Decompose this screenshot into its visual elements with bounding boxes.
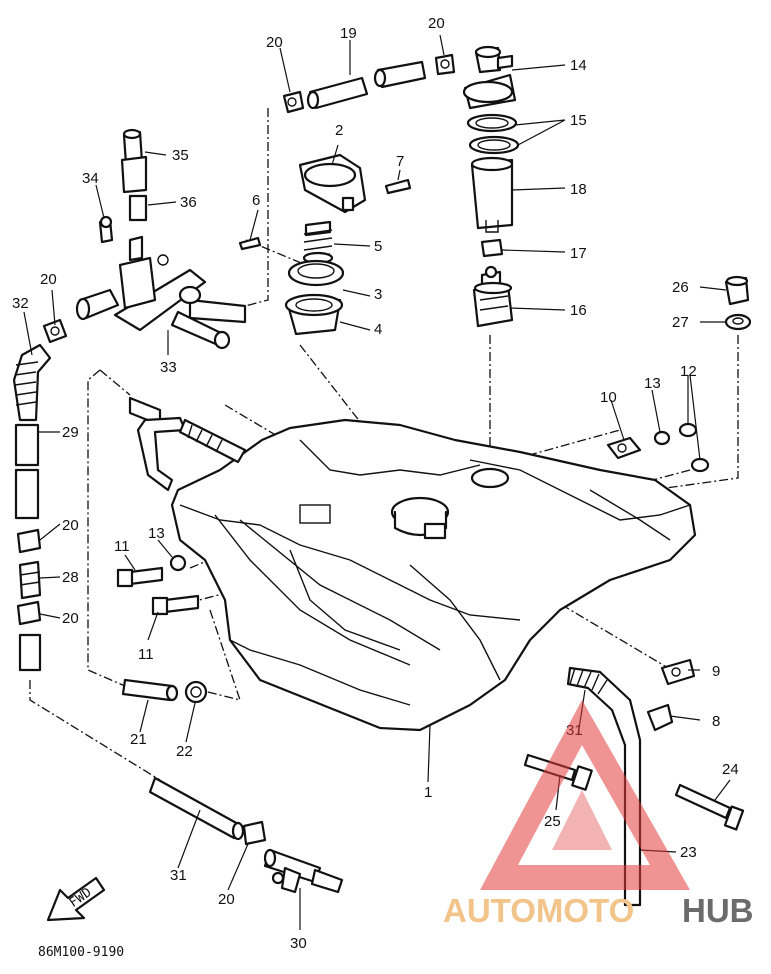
nut-26[interactable] [724, 275, 750, 306]
label-10: 10 [600, 389, 617, 406]
valve-14[interactable] [462, 45, 517, 110]
washer-13-lower[interactable] [169, 554, 187, 572]
filter-28[interactable] [18, 560, 42, 600]
hose-31-right[interactable] [566, 666, 642, 907]
hose-21[interactable] [121, 678, 179, 702]
front-arrow-icon: FWD [46, 876, 106, 922]
label-27: 27 [672, 314, 689, 331]
label-20-mid: 20 [62, 517, 79, 534]
clip-20-low[interactable] [16, 600, 42, 626]
fuel-tank[interactable] [170, 418, 697, 732]
watermark-part-a: AUTOMOTO [443, 892, 634, 929]
hose-29[interactable] [14, 423, 40, 520]
clip-20-bottom[interactable] [242, 820, 267, 846]
leader-lines [23, 34, 731, 930]
hose-19[interactable] [306, 60, 427, 110]
label-34: 34 [82, 170, 99, 187]
label-29: 29 [62, 424, 79, 441]
valve-16[interactable] [472, 265, 514, 328]
sleeve-18[interactable] [470, 156, 514, 233]
washer-13-upper[interactable] [653, 430, 671, 446]
label-1: 1 [424, 784, 432, 801]
spring-5[interactable] [302, 220, 334, 265]
clip-20-left[interactable] [42, 318, 68, 344]
knob-35[interactable] [120, 128, 148, 194]
label-2: 2 [335, 122, 343, 139]
label-20-low: 20 [62, 610, 79, 627]
clip-20-top-center[interactable] [434, 53, 456, 76]
clip-9[interactable] [660, 658, 696, 686]
label-19: 19 [340, 25, 357, 42]
joint-30[interactable] [263, 848, 344, 894]
label-30: 30 [290, 935, 307, 952]
hose-32[interactable] [12, 343, 52, 422]
cap-cover-2[interactable] [298, 153, 367, 214]
cap-8[interactable] [646, 703, 674, 732]
gasket-4[interactable] [284, 293, 344, 336]
hose-31-lower[interactable] [148, 776, 245, 841]
label-13-upper: 13 [644, 375, 661, 392]
label-32: 32 [12, 295, 29, 312]
label-8: 8 [712, 713, 720, 730]
label-22: 22 [176, 743, 193, 760]
label-16: 16 [570, 302, 587, 319]
screw-34[interactable] [98, 215, 114, 244]
label-18: 18 [570, 181, 587, 198]
fuel-cock-33[interactable] [75, 235, 247, 350]
label-9: 9 [712, 663, 720, 680]
clip-17[interactable] [480, 238, 504, 258]
o-ring-15[interactable] [466, 113, 520, 155]
label-36: 36 [180, 194, 197, 211]
ring-3[interactable] [287, 259, 345, 287]
pin-7[interactable] [384, 178, 412, 195]
clip-22[interactable] [184, 680, 208, 704]
label-20-top-center: 20 [428, 15, 445, 32]
spring-36[interactable] [128, 194, 148, 222]
label-4: 4 [374, 321, 382, 338]
pin-6[interactable] [238, 236, 262, 251]
label-11-lower: 11 [138, 646, 154, 663]
label-28: 28 [62, 569, 79, 586]
label-20-top-left: 20 [266, 34, 283, 51]
label-15: 15 [570, 112, 587, 129]
ring-12-upper[interactable] [678, 422, 698, 438]
ring-12-lower[interactable] [690, 457, 710, 473]
part-labels: 2 7 6 5 3 4 19 20 20 14 15 18 17 16 26 2… [12, 15, 739, 952]
label-5: 5 [374, 238, 382, 255]
label-13-lower: 13 [148, 525, 165, 542]
clip-20-mid[interactable] [16, 528, 42, 554]
label-7: 7 [396, 153, 404, 170]
label-3: 3 [374, 286, 382, 303]
label-21: 21 [130, 731, 147, 748]
label-31-lower: 31 [170, 867, 187, 884]
bolt-11-lower[interactable] [151, 594, 200, 616]
watermark-logo [480, 700, 690, 890]
label-17: 17 [570, 245, 587, 262]
label-25: 25 [544, 813, 561, 830]
clip-10[interactable] [606, 436, 642, 460]
label-26: 26 [672, 279, 689, 296]
breather-hose[interactable] [128, 396, 247, 492]
label-6: 6 [252, 192, 260, 209]
label-20-left: 20 [40, 271, 57, 288]
label-11-upper: 11 [114, 538, 130, 555]
label-14: 14 [570, 57, 587, 74]
label-35: 35 [172, 147, 189, 164]
bolt-24[interactable] [674, 783, 745, 831]
watermark-text: AUTOMOTO HUB [443, 892, 754, 929]
label-23: 23 [680, 844, 697, 861]
bolt-11-upper[interactable] [116, 566, 164, 588]
label-20-bottom: 20 [218, 891, 235, 908]
hose-short[interactable] [18, 633, 42, 672]
label-24: 24 [722, 761, 739, 778]
label-33: 33 [160, 359, 177, 376]
diagram-code: 86M100-9190 [38, 945, 124, 960]
watermark-part-b: HUB [682, 892, 754, 929]
label-12: 12 [680, 363, 697, 380]
washer-27[interactable] [724, 313, 752, 331]
clip-20-top-left[interactable] [282, 90, 305, 114]
